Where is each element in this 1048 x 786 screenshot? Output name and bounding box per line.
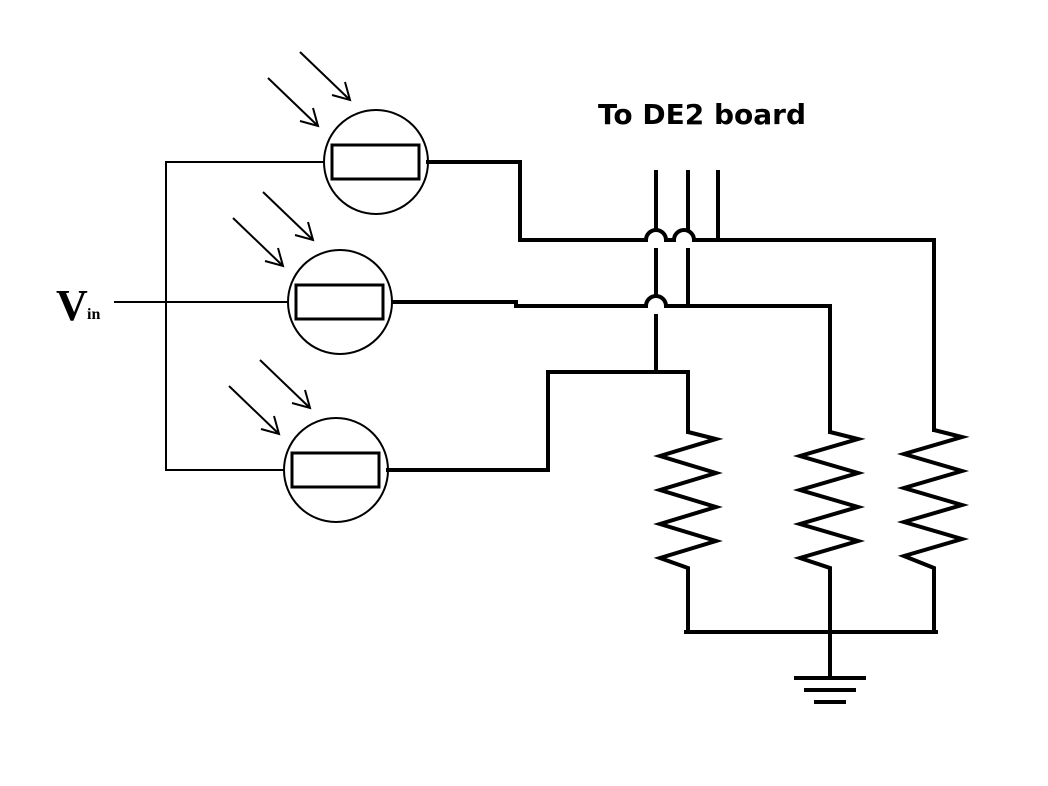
- ldr-middle-body: [294, 283, 385, 321]
- input-wires: [114, 161, 326, 471]
- light-arrow-icon: [232, 217, 285, 268]
- input-symbol: V: [56, 281, 88, 330]
- ground-bus: [684, 630, 938, 678]
- output-label: To DE2 board: [598, 98, 806, 131]
- ldr-top-body: [330, 143, 421, 181]
- resistor-right: [896, 428, 970, 632]
- top-ldr-wire: [426, 160, 936, 432]
- light-arrow-icon: [267, 77, 320, 128]
- bottom-ldr-wire: [386, 370, 690, 472]
- ldr-top: [267, 51, 429, 215]
- input-voltage-label: V in: [56, 281, 100, 330]
- light-arrow-icon: [262, 191, 315, 242]
- middle-ldr-wire: [392, 294, 832, 434]
- input-subscript: in: [87, 306, 100, 323]
- light-arrow-icon: [299, 51, 352, 102]
- output-wires: [386, 160, 936, 472]
- ldr-middle: [232, 191, 393, 355]
- ldr-bottom-body: [290, 451, 381, 489]
- light-arrow-icon: [259, 359, 312, 410]
- light-arrow-icon: [228, 385, 281, 436]
- ground-icon: [794, 676, 866, 704]
- left-bus-wire: [165, 161, 326, 471]
- resistor-middle: [792, 430, 866, 632]
- ldr-bottom: [228, 359, 389, 523]
- resistor-left: [653, 430, 724, 632]
